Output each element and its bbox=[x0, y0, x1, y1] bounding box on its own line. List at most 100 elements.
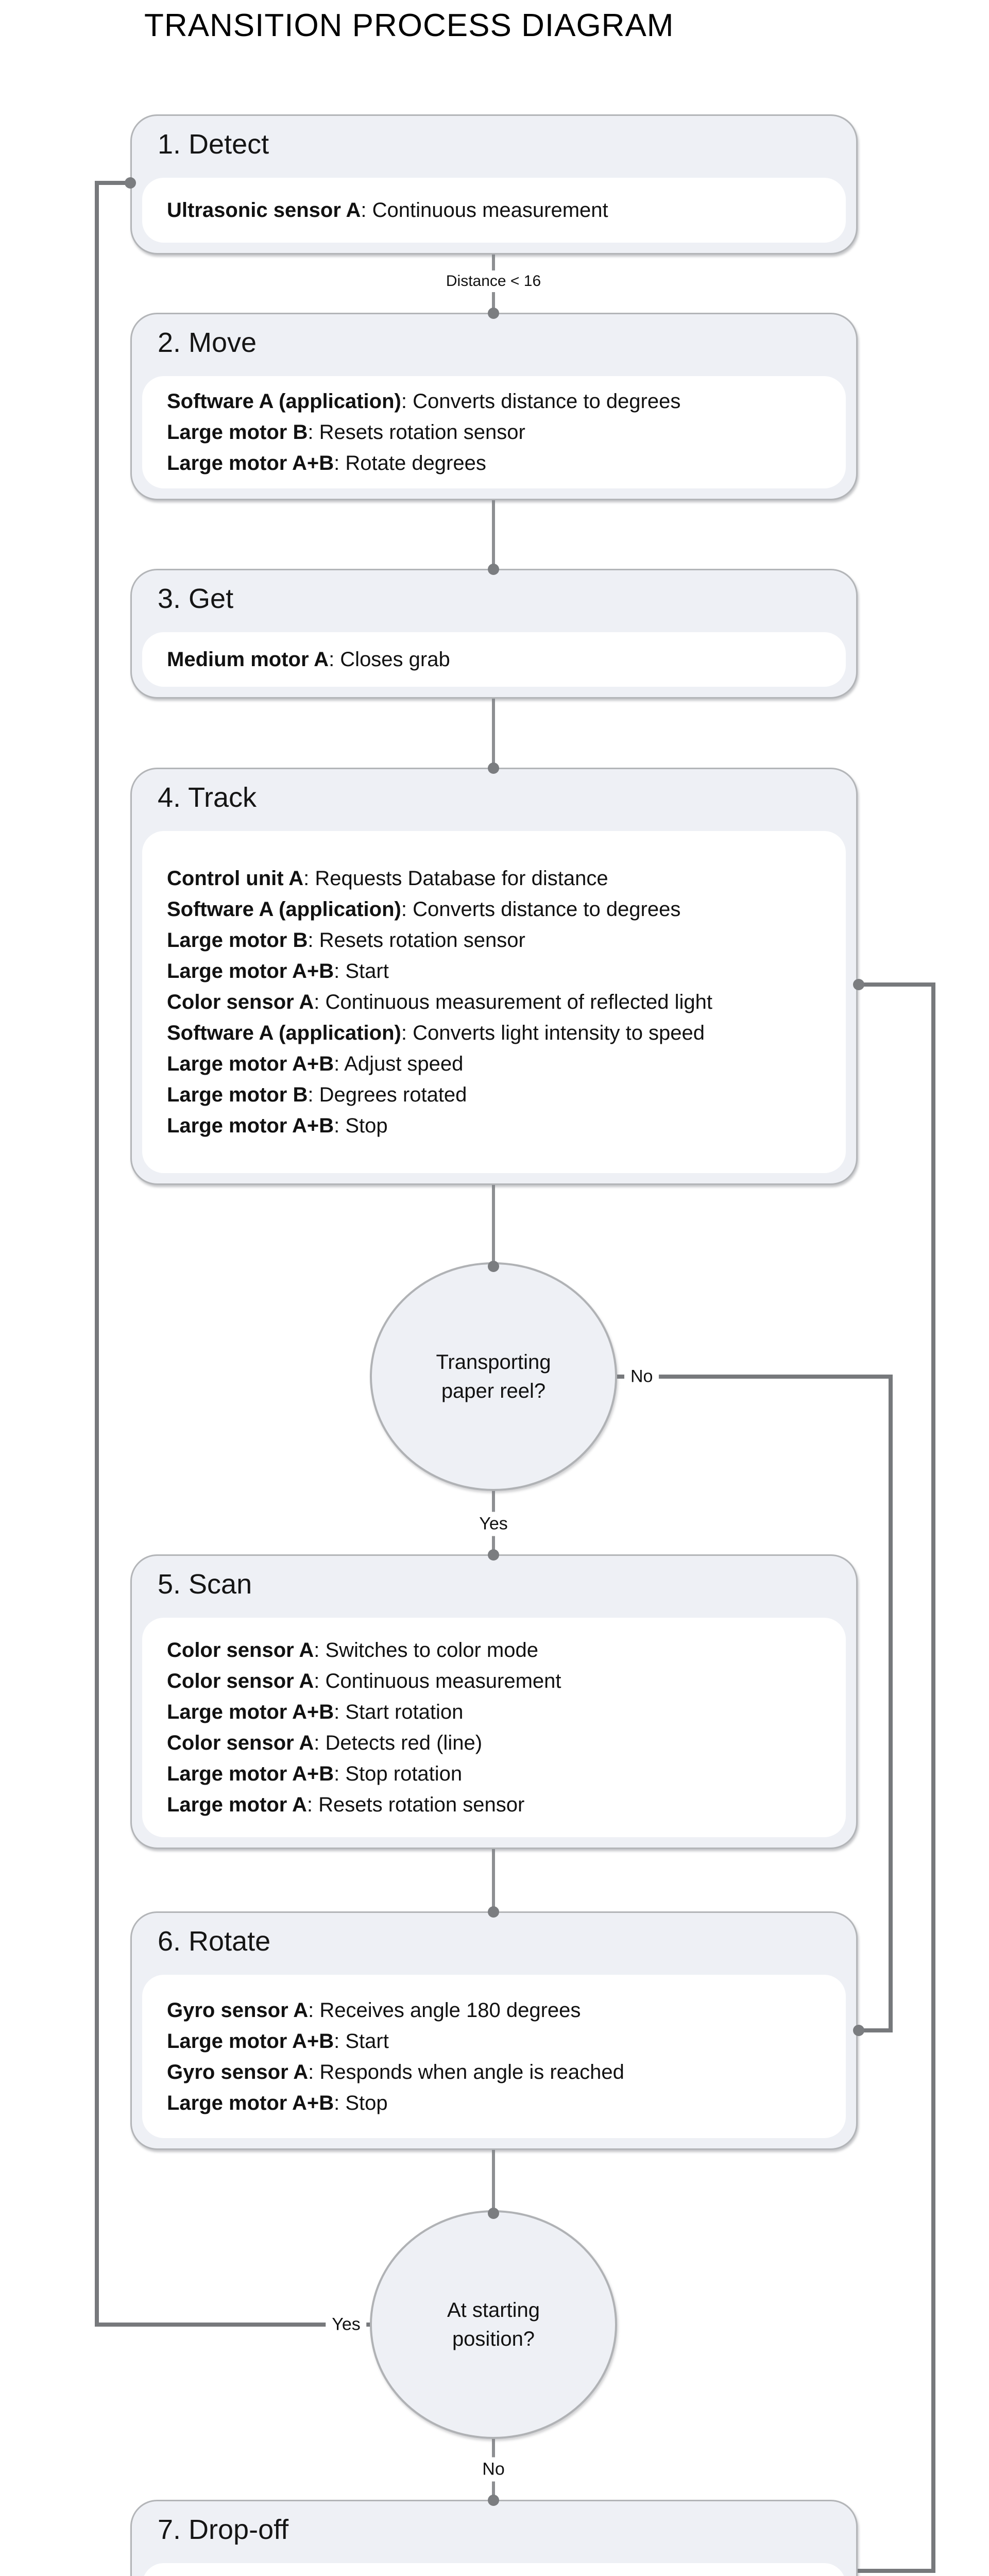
action-desc: : Start bbox=[334, 960, 389, 982]
device-name: Software A (application) bbox=[167, 390, 401, 413]
device-name: Large motor A+B bbox=[167, 2029, 334, 2053]
device-name: Color sensor A bbox=[167, 1639, 314, 1662]
connector-dot-box4-top bbox=[488, 762, 499, 774]
box-title: 4. Track bbox=[158, 782, 257, 813]
diagram-title: TRANSITION PROCESS DIAGRAM bbox=[144, 8, 674, 43]
device-name: Large motor A+B bbox=[167, 1701, 334, 1723]
action-desc: : Resets rotation sensor bbox=[306, 1793, 525, 1816]
action-line: Color sensor A: Detects red (line) bbox=[167, 1727, 767, 1758]
action-desc: : Converts distance to degrees bbox=[401, 898, 681, 921]
action-desc: : Start rotation bbox=[334, 1701, 464, 1723]
action-desc: : Detects red (line) bbox=[314, 1732, 483, 1754]
loop-no-horizontal-bottom bbox=[857, 2028, 893, 2032]
device-name: Large motor A+B bbox=[167, 452, 334, 474]
action-line: Color sensor A: Switches to color mode bbox=[167, 1635, 767, 1666]
device-name: Large motor B bbox=[167, 1083, 308, 1106]
connector-dot-box1-left bbox=[125, 177, 136, 189]
process-box-move: 2. Move Software A (application): Conver… bbox=[130, 313, 858, 500]
device-name: Color sensor A bbox=[167, 1670, 314, 1692]
loop-no-horizontal-top bbox=[613, 1375, 893, 1379]
device-name: Color sensor A bbox=[167, 991, 314, 1013]
action-desc: : Resets rotation sensor bbox=[308, 929, 525, 952]
device-name: Color sensor A bbox=[167, 1732, 314, 1754]
device-name: Software A (application) bbox=[167, 898, 401, 921]
device-name: Large motor A+B bbox=[167, 1762, 334, 1785]
box-body: Software A (application): Converts dista… bbox=[142, 376, 846, 488]
action-desc: : Switches to color mode bbox=[314, 1639, 538, 1662]
action-desc: : Stop rotation bbox=[334, 1762, 463, 1785]
device-name: Large motor A bbox=[167, 1793, 307, 1816]
action-line: Gyro sensor A: Responds when angle is re… bbox=[167, 2057, 767, 2088]
process-box-rotate: 6. Rotate Gyro sensor A: Receives angle … bbox=[130, 1911, 858, 2150]
action-line: Large motor A: Resets rotation sensor bbox=[167, 1789, 767, 1820]
action-line: Software A (application): Converts dista… bbox=[167, 386, 767, 417]
connector-dot-box5-top bbox=[488, 1549, 499, 1561]
connector-box4-decision1 bbox=[492, 1185, 495, 1266]
process-box-track: 4. Track Control unit A: Requests Databa… bbox=[130, 768, 858, 1185]
action-line: Medium motor A: Closes grab bbox=[167, 644, 767, 675]
action-desc: : Adjust speed bbox=[334, 1053, 464, 1075]
action-line: Color sensor A: Continuous measurement bbox=[167, 1666, 767, 1697]
action-desc: : Degrees rotated bbox=[308, 1083, 467, 1106]
box-title: 1. Detect bbox=[158, 129, 269, 160]
action-desc: : Converts distance to degrees bbox=[401, 390, 681, 413]
connector-box2-box3 bbox=[492, 500, 495, 570]
action-line: Large motor A+B: Stop bbox=[167, 2088, 767, 2119]
edge-label-yes-2: Yes bbox=[326, 2312, 367, 2337]
connector-dot-box4-right bbox=[853, 979, 864, 990]
action-line: Control unit A: Requests Database for di… bbox=[167, 863, 767, 894]
process-box-detect: 1. Detect Ultrasonic sensor A: Continuou… bbox=[130, 114, 858, 255]
connector-box5-box6 bbox=[492, 1849, 495, 1913]
edge-label-no-1: No bbox=[624, 1364, 659, 1389]
action-line: Ultrasonic sensor A: Continuous measurem… bbox=[167, 195, 767, 226]
edge-label-yes-1: Yes bbox=[473, 1512, 514, 1536]
edge-label-distance-condition: Distance < 16 bbox=[439, 270, 548, 292]
process-box-dropoff: 7. Drop-off Medium motor A: Opens grab bbox=[130, 2500, 858, 2576]
action-line: Software A (application): Converts dista… bbox=[167, 894, 767, 925]
connector-dot-box6-right bbox=[853, 2025, 864, 2036]
action-line: Large motor B: Resets rotation sensor bbox=[167, 417, 767, 448]
process-box-scan: 5. Scan Color sensor A: Switches to colo… bbox=[130, 1554, 858, 1849]
box-body: Medium motor A: Opens grab bbox=[142, 2563, 846, 2576]
device-name: Ultrasonic sensor A bbox=[167, 199, 361, 222]
action-line: Large motor B: Resets rotation sensor bbox=[167, 925, 767, 956]
box-body: Ultrasonic sensor A: Continuous measurem… bbox=[142, 178, 846, 243]
loop-left-vertical bbox=[95, 181, 99, 2327]
action-desc: : Continuous measurement bbox=[314, 1670, 561, 1692]
loop-left-horizontal-top bbox=[95, 181, 131, 185]
device-name: Software A (application) bbox=[167, 1022, 401, 1044]
device-name: Large motor A+B bbox=[167, 1053, 334, 1075]
loop-outer-horizontal-top bbox=[857, 982, 935, 987]
action-line: Large motor A+B: Rotate degrees bbox=[167, 448, 767, 479]
decision-question: Transporting paper reel? bbox=[436, 1351, 551, 1402]
action-line: Large motor A+B: Start bbox=[167, 2026, 767, 2057]
loop-left-horizontal-bottom bbox=[95, 2323, 381, 2327]
connector-dot-box7-top bbox=[488, 2495, 499, 2506]
action-desc: : Closes grab bbox=[329, 648, 450, 671]
process-box-get: 3. Get Medium motor A: Closes grab bbox=[130, 569, 858, 699]
action-desc: : Continuous measurement of reflected li… bbox=[314, 991, 712, 1013]
device-name: Gyro sensor A bbox=[167, 2060, 309, 2083]
device-name: Large motor A+B bbox=[167, 960, 334, 982]
connector-dot-box6-top bbox=[488, 1906, 499, 1918]
action-desc: : Continuous measurement bbox=[361, 199, 608, 222]
loop-no-vertical bbox=[889, 1375, 893, 2032]
connector-dot-decision1-top bbox=[488, 1261, 499, 1272]
decision-question: At starting position? bbox=[447, 2299, 540, 2350]
device-name: Control unit A bbox=[167, 867, 304, 890]
action-line: Large motor A+B: Stop bbox=[167, 1110, 767, 1141]
loop-outer-horizontal-bottom bbox=[857, 2569, 935, 2573]
connector-box3-box4 bbox=[492, 699, 495, 769]
box-body: Gyro sensor A: Receives angle 180 degree… bbox=[142, 1975, 846, 2138]
box-title: 5. Scan bbox=[158, 1569, 252, 1600]
action-desc: : Stop bbox=[334, 2091, 388, 2114]
connector-dot-box3-top bbox=[488, 564, 499, 575]
action-line: Color sensor A: Continuous measurement o… bbox=[167, 987, 767, 1018]
action-line: Large motor A+B: Start rotation bbox=[167, 1697, 767, 1727]
connector-dot-decision2-top bbox=[488, 2208, 499, 2219]
decision-circle-transporting: Transporting paper reel? bbox=[370, 1262, 617, 1491]
action-line: Large motor A+B: Start bbox=[167, 956, 767, 987]
device-name: Large motor B bbox=[167, 421, 308, 444]
box-body: Medium motor A: Closes grab bbox=[142, 632, 846, 687]
